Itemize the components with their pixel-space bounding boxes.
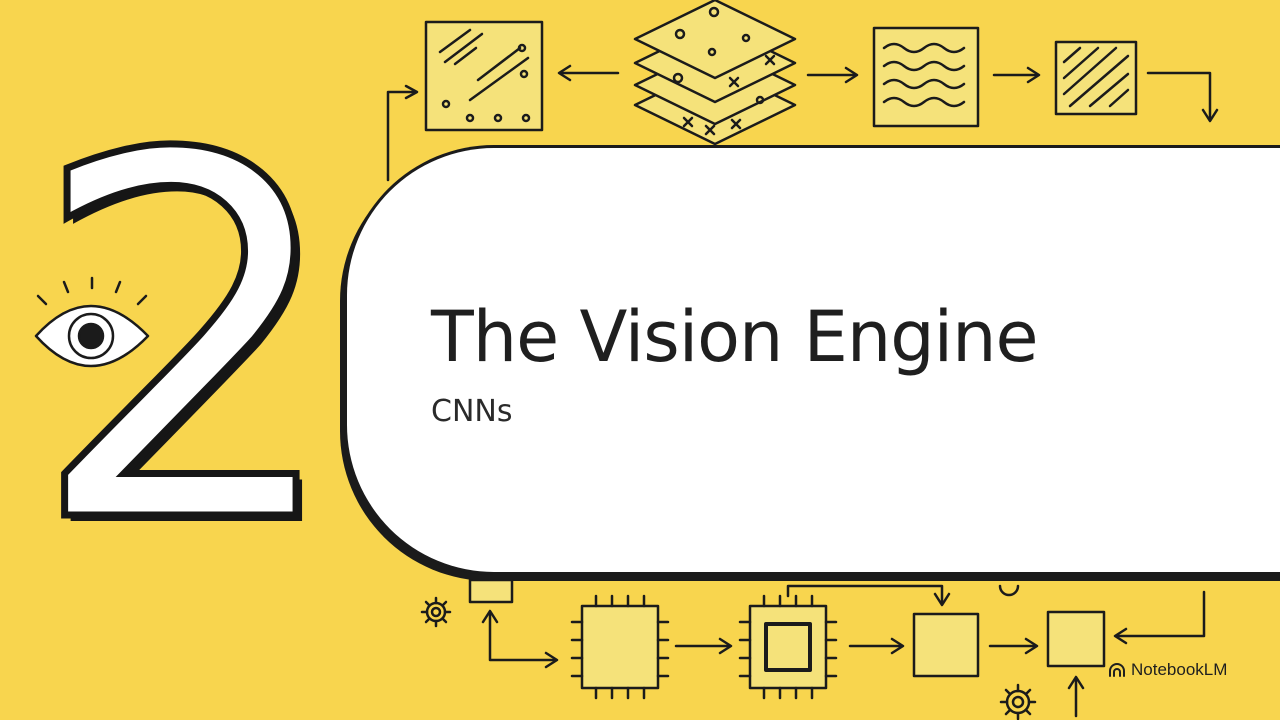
arrow-right-icon (988, 637, 1039, 655)
processor-chip-icon (570, 594, 670, 700)
arrow-right-icon (674, 637, 733, 655)
small-square-node-icon (1046, 610, 1106, 668)
arrow-right-icon (806, 66, 859, 84)
feedback-arrow-icon (1113, 590, 1206, 645)
hatched-square-icon (1054, 40, 1138, 116)
connector-arrow-icon (786, 584, 951, 607)
stacked-layers-icon (633, 0, 797, 146)
processor-core-icon (738, 594, 838, 700)
gear-icon (420, 596, 452, 628)
wavy-feature-map-icon (872, 26, 980, 128)
gear-icon (998, 584, 1020, 597)
gear-icon (999, 683, 1037, 720)
arrow-right-icon (848, 637, 905, 655)
connector-arrow-icon (386, 84, 419, 182)
arrow-down-icon (1146, 71, 1219, 123)
arrow-up-icon (1067, 675, 1085, 718)
notebooklm-logo-icon (1109, 663, 1125, 677)
arrow-left-icon (557, 64, 620, 82)
title-card: The Vision Engine CNNs (344, 145, 1280, 575)
eye-icon (34, 276, 150, 368)
square-node-icon (468, 578, 514, 604)
square-node-icon (912, 612, 980, 678)
arrow-up-right-icon (481, 609, 559, 669)
slide-title: The Vision Engine (431, 296, 1039, 378)
arrow-right-icon (992, 66, 1041, 84)
brand-watermark: NotebookLM (1108, 660, 1227, 680)
slide-subtitle: CNNs (431, 394, 513, 429)
grid-tile-icon (424, 20, 544, 132)
section-number: 2 (24, 51, 349, 633)
brand-name: NotebookLM (1131, 660, 1228, 679)
